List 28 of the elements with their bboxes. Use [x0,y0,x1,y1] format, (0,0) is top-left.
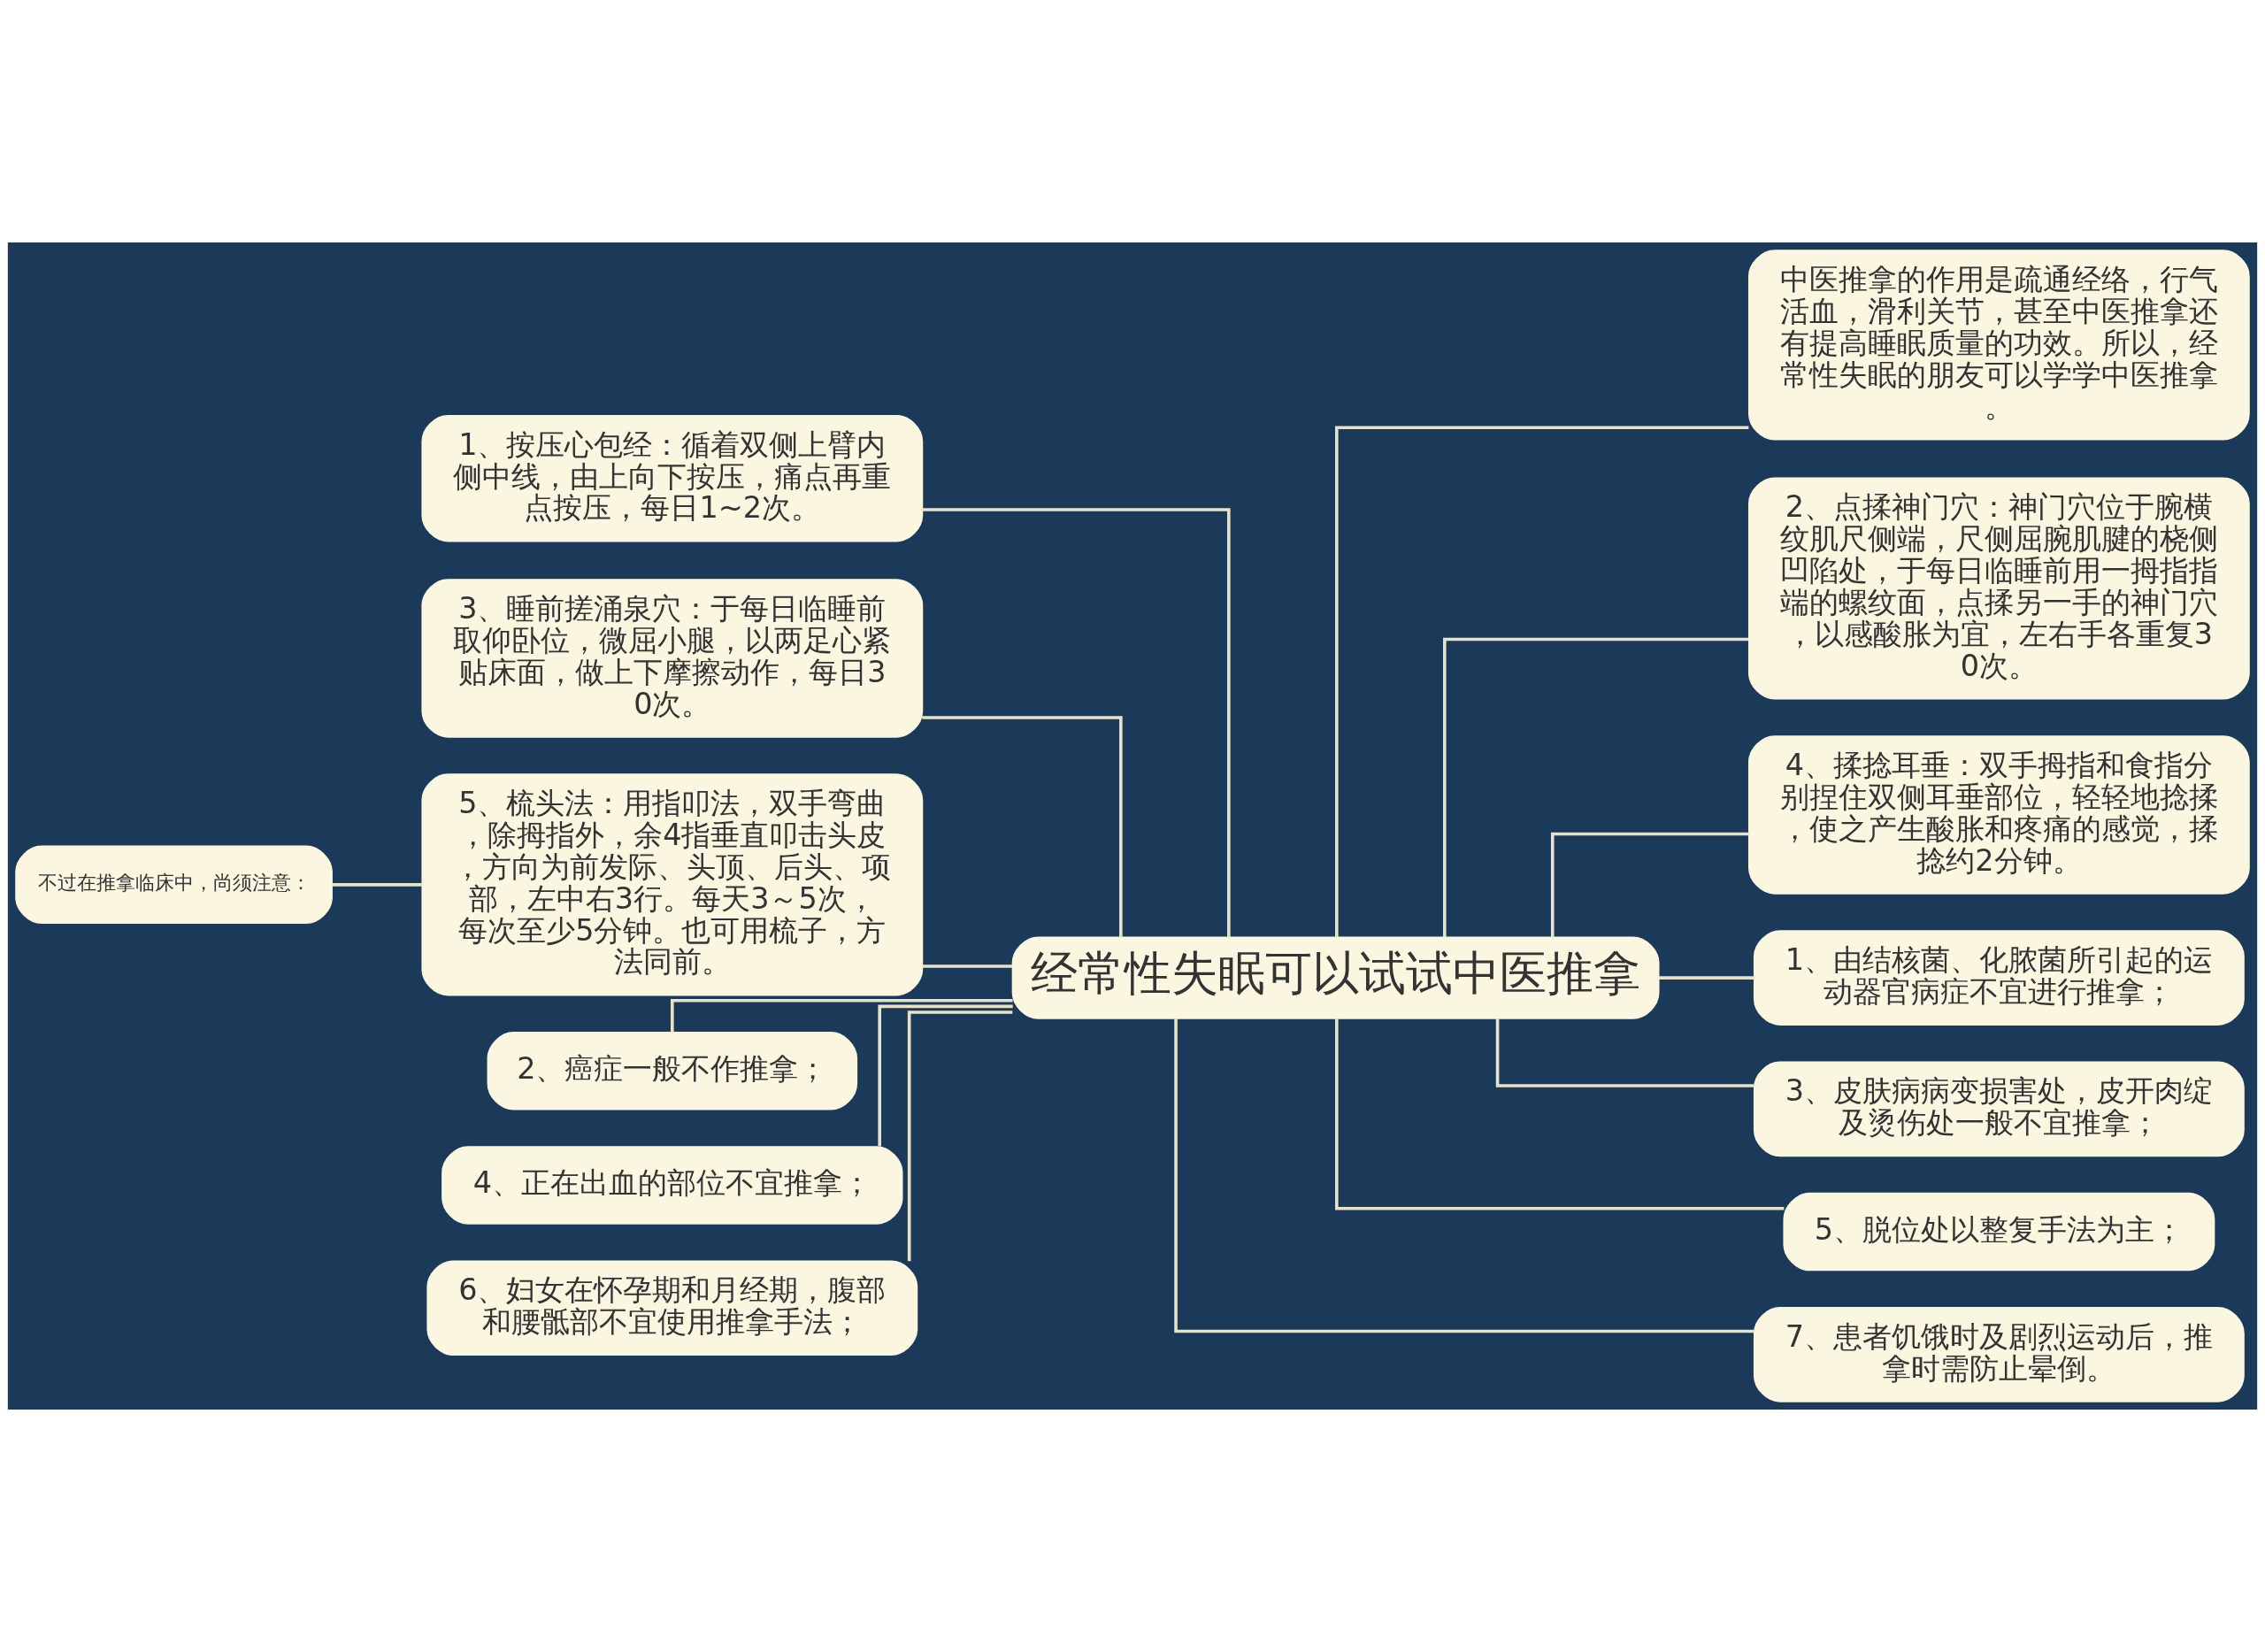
connector [1442,637,1749,937]
node-box: 2、点揉神门穴：神门穴位于腕横纹肌尺侧端，尺侧屈腕肌腱的桡侧凹陷处，于每日临睡前用一拇指指端的螺纹面，点揉另一手的神门穴，以感酸胀为宜，左右手各重复30次。 [1747,477,2250,700]
node-box: 中医推拿的作用是疏通经络，行气活血，滑利关节，甚至中医推拿还有提高睡眠质量的功效。所以，经常性失眠的朋友可以学学中医推拿。 [1747,250,2250,441]
node-box: 2、癌症一般不作推拿； [487,1032,858,1110]
node-box: 不过在推拿临床中，尚须注意： [15,845,333,925]
connector [331,883,422,887]
connector [922,716,1123,938]
connector [878,1004,1013,1147]
connector [1335,1018,1785,1210]
connector [1550,832,1749,937]
node-box: 1、按压心包经：循着双侧上臂内侧中线，由上向下按压，痛点再重点按压，每日1~2次。 [421,414,924,542]
connector [1335,426,1749,938]
node-box: 5、梳头法：用指叩法，双手弯曲，除拇指外，余4指垂直叩击头皮，方向为前发际、头顶、后头、项部，左中右3行。每天3～5次，每次至少5分钟。也可用梳子，方法同前。 [421,773,924,996]
node-box: 3、皮肤病病变损害处，皮开肉绽及烫伤处一般不宜推拿； [1753,1061,2245,1157]
node-box: 1、由结核菌、化脓菌所引起的运动器官病症不宜进行推拿； [1753,930,2245,1026]
connector [922,964,1013,968]
connector [1658,976,1755,980]
node-box: 5、脱位处以整复手法为主； [1783,1192,2215,1272]
connector [1174,1018,1754,1333]
node-box: 3、睡前搓涌泉穴：于每日临睡前取仰卧位，微屈小腿，以两足心紧贴床面，做上下摩擦动作，每日30次。 [421,579,924,738]
node-box: 6、妇女在怀孕期和月经期，腹部和腰骶部不宜使用推拿手法； [426,1260,918,1356]
node-box: 7、患者饥饿时及剧烈运动后，推拿时需防止晕倒。 [1753,1307,2245,1402]
node-box: 4、揉捻耳垂：双手拇指和食指分别捏住双侧耳垂部位，轻轻地捻揉，使之产生酸胀和疼痛的感觉，揉捻约2分钟。 [1747,735,2250,895]
connector [922,508,1231,938]
connector [1495,1018,1754,1087]
node-box: 经常性失眠可以试试中医推拿 [1011,936,1660,1019]
connector [907,1010,1013,1262]
node-box: 4、正在出血的部位不宜推拿； [441,1146,903,1225]
